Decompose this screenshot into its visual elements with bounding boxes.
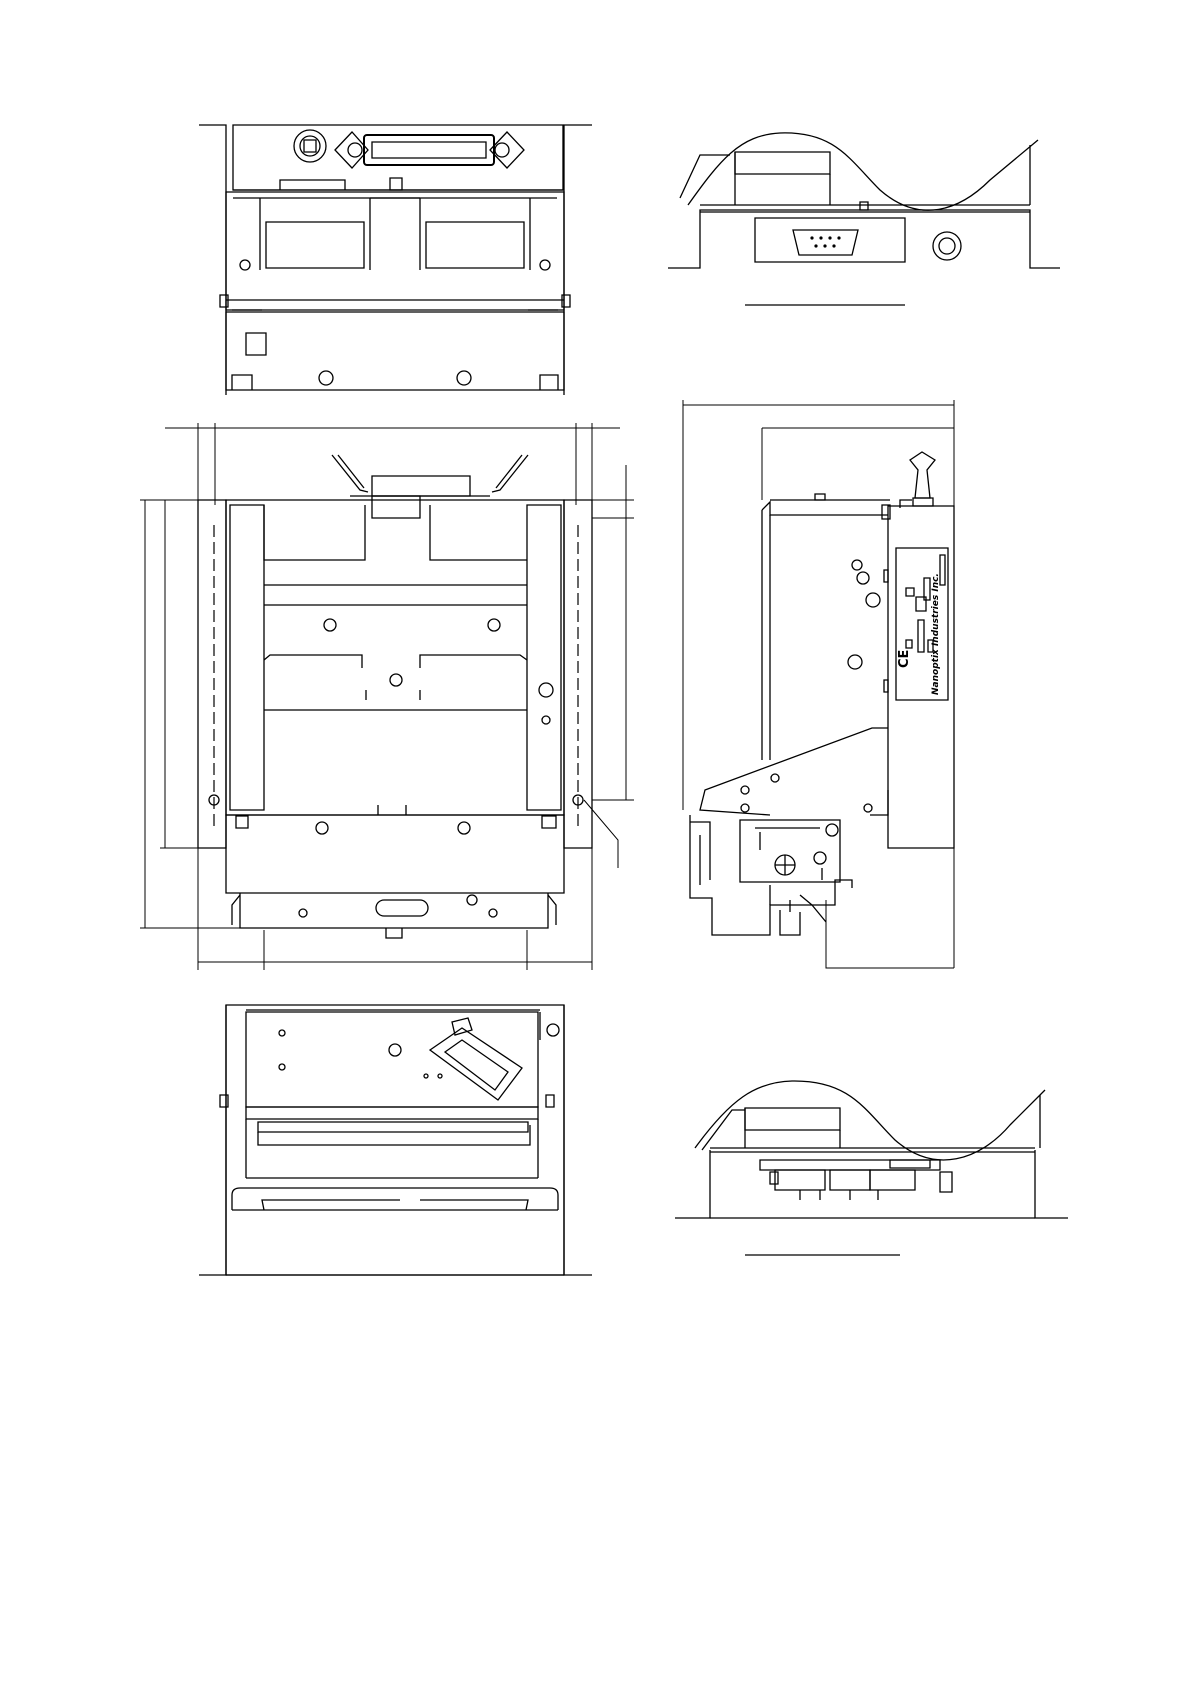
ce-mark-label: CE	[897, 650, 912, 668]
serial-connector-icon	[793, 230, 858, 255]
release-lever-icon	[900, 452, 935, 508]
rear-section-view	[668, 133, 1060, 305]
svg-text:Nanoptix Industries Inc.: Nanoptix Industries Inc.	[931, 573, 941, 695]
power-connector-icon	[933, 232, 961, 260]
side-view: CE Nanoptix Industries Inc.	[683, 400, 954, 968]
svg-text:CE: CE	[897, 650, 912, 668]
rear-view	[199, 125, 592, 395]
parallel-connector-icon	[335, 132, 524, 168]
power-connector-icon	[294, 130, 326, 162]
front-view	[140, 423, 634, 970]
gear-icon	[775, 855, 795, 875]
sensor-icon	[430, 1018, 522, 1100]
brand-label: Nanoptix Industries Inc.	[931, 573, 941, 695]
bottom-view	[199, 1005, 592, 1275]
bottom-section-view	[675, 1081, 1068, 1255]
